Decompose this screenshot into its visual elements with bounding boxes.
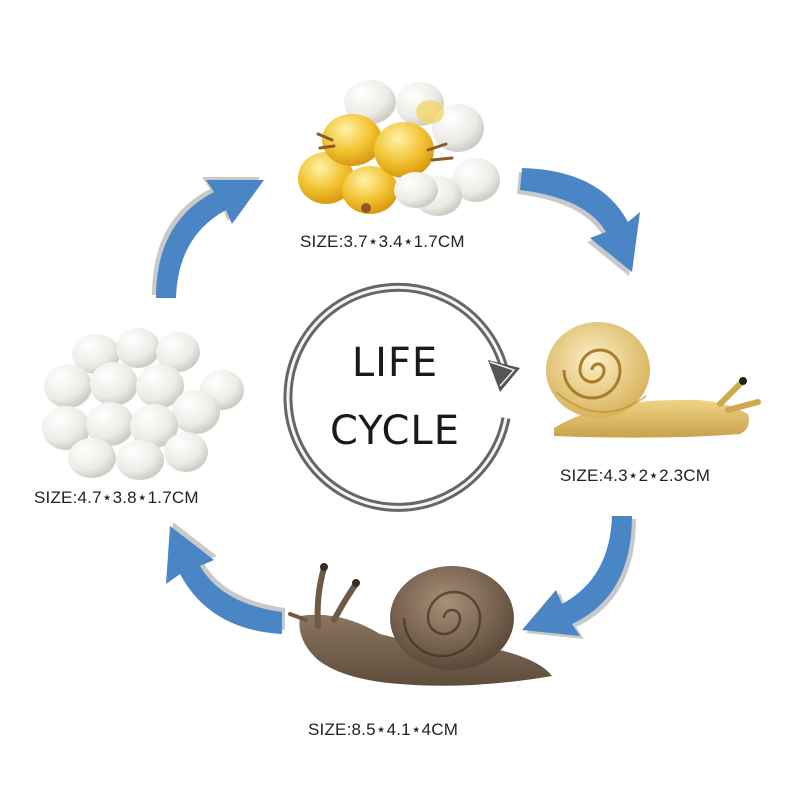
life-cycle-title-line1: LIFE bbox=[351, 340, 439, 386]
adult-snail-image bbox=[288, 563, 552, 686]
size-label-baby-snail: SIZE:4.3⋆2⋆2.3CM bbox=[560, 466, 711, 485]
hatching-eggs-image bbox=[298, 80, 500, 216]
arrow-top-right bbox=[517, 168, 640, 276]
life-cycle-ring bbox=[283, 282, 520, 512]
eggs-image bbox=[42, 328, 244, 480]
arrow-bottom-right bbox=[522, 516, 636, 639]
arrow-bottom-left bbox=[166, 522, 285, 634]
size-label-hatching-eggs: SIZE:3.7⋆3.4⋆1.7CM bbox=[300, 232, 465, 251]
life-cycle-title-line2: CYCLE bbox=[330, 408, 460, 454]
size-label-adult-snail: SIZE:8.5⋆4.1⋆4CM bbox=[308, 720, 459, 739]
baby-snail-image bbox=[546, 322, 761, 438]
size-label-eggs: SIZE:4.7⋆3.8⋆1.7CM bbox=[34, 488, 199, 507]
arrow-top-left bbox=[152, 177, 264, 298]
